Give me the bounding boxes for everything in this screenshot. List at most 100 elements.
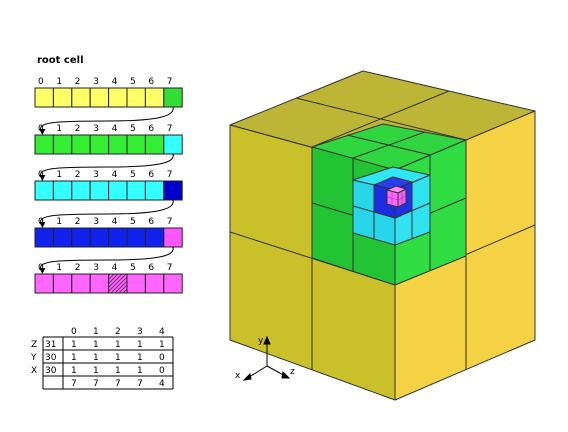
array-cell [126,134,146,155]
array-cell [89,180,110,201]
index-label: 7 [167,217,173,227]
pointer-arrowhead [39,129,46,135]
array-cell [163,227,183,248]
index-label: 5 [130,263,136,273]
array-cell [126,273,146,294]
index-label: 6 [148,170,154,180]
table-header-cell: 4 [159,327,165,337]
index-label: 4 [112,170,118,180]
table-code-cell: 31 [45,340,56,350]
table-value-cell: 7 [93,379,99,389]
array-cell [52,180,73,201]
index-label: 4 [112,263,118,273]
magenta-cell-grid [386,191,407,205]
table-header-cell: 0 [71,327,77,337]
index-label: 3 [93,217,99,227]
index-label: 0 [38,263,44,273]
array-cell [34,180,54,201]
array-cell [108,273,128,294]
array-cell [34,87,54,108]
array-cell [52,227,73,248]
table-value-cell: 1 [71,366,77,376]
array-cell [71,180,91,201]
table-value-cell: 7 [115,379,121,389]
index-label: 6 [148,77,154,87]
array-cell [89,134,110,155]
array-cell [144,227,165,248]
table-value-cell: 1 [137,366,143,376]
pointer-arrow [40,106,174,134]
index-label: 4 [112,124,118,134]
table-header-cell: 3 [137,327,143,337]
index-label: 1 [56,77,62,87]
table-code-cell: 30 [45,353,57,363]
pointer-arrow [40,199,174,227]
array-cell [71,87,91,108]
table-value-cell: 1 [93,340,99,350]
index-label: 2 [75,124,81,134]
array-cell [52,87,73,108]
octree-cube [229,70,536,401]
x-axis-label: x [235,371,241,381]
green-split-2 [352,131,426,159]
array-cell [126,87,146,108]
index-label: 5 [130,124,136,134]
array-cell [34,227,54,248]
table-value-cell: 1 [159,340,165,350]
array-cell [108,134,128,155]
index-label: 4 [112,217,118,227]
array-cell [34,273,54,294]
table-header-cell: 2 [115,327,121,337]
table-header-cell: 1 [93,327,99,337]
index-label: 1 [56,170,62,180]
index-label: 7 [167,170,173,180]
table-value-cell: 1 [115,353,121,363]
array-cell [34,134,54,155]
array-cell [163,273,183,294]
table-value-cell: 0 [159,366,165,376]
index-label: 2 [75,77,81,87]
array-cell [126,180,146,201]
table-value-cell: 7 [137,379,143,389]
index-label: 3 [93,263,99,273]
array-cell [144,180,165,201]
array-cell [144,134,165,155]
axis-triad [242,335,291,381]
index-label: 6 [148,263,154,273]
table-value-cell: 1 [93,353,99,363]
table-axis-label: Z [31,340,37,350]
table-value-cell: 1 [71,353,77,363]
y-axis-label: y [258,336,264,346]
table-axis-label: Y [30,353,37,363]
index-label: 0 [38,217,44,227]
index-label: 3 [93,77,99,87]
index-label: 2 [75,170,81,180]
array-cell [89,273,110,294]
table-axis-label: X [31,366,37,376]
array-cell [144,273,165,294]
array-cell [163,134,183,155]
index-label: 5 [130,170,136,180]
index-label: 3 [93,124,99,134]
table-value-cell: 1 [137,353,143,363]
array-cell [89,227,110,248]
index-label: 5 [130,217,136,227]
root-cell-title: root cell [37,55,84,66]
table-code-cell: 30 [45,366,57,376]
index-label: 0 [38,124,44,134]
table-value-cell: 7 [71,379,77,389]
index-label: 2 [75,263,81,273]
pointer-arrowhead [39,175,46,181]
index-label: 7 [167,263,173,273]
index-label: 7 [167,77,173,87]
pointer-arrow [40,153,174,180]
array-cell [108,180,128,201]
pointer-arrowhead [39,222,46,228]
array-cell [108,87,128,108]
index-label: 7 [167,124,173,134]
x-axis-arrowhead [242,372,252,381]
array-cell [163,87,183,108]
table-value-cell: 1 [137,340,143,350]
